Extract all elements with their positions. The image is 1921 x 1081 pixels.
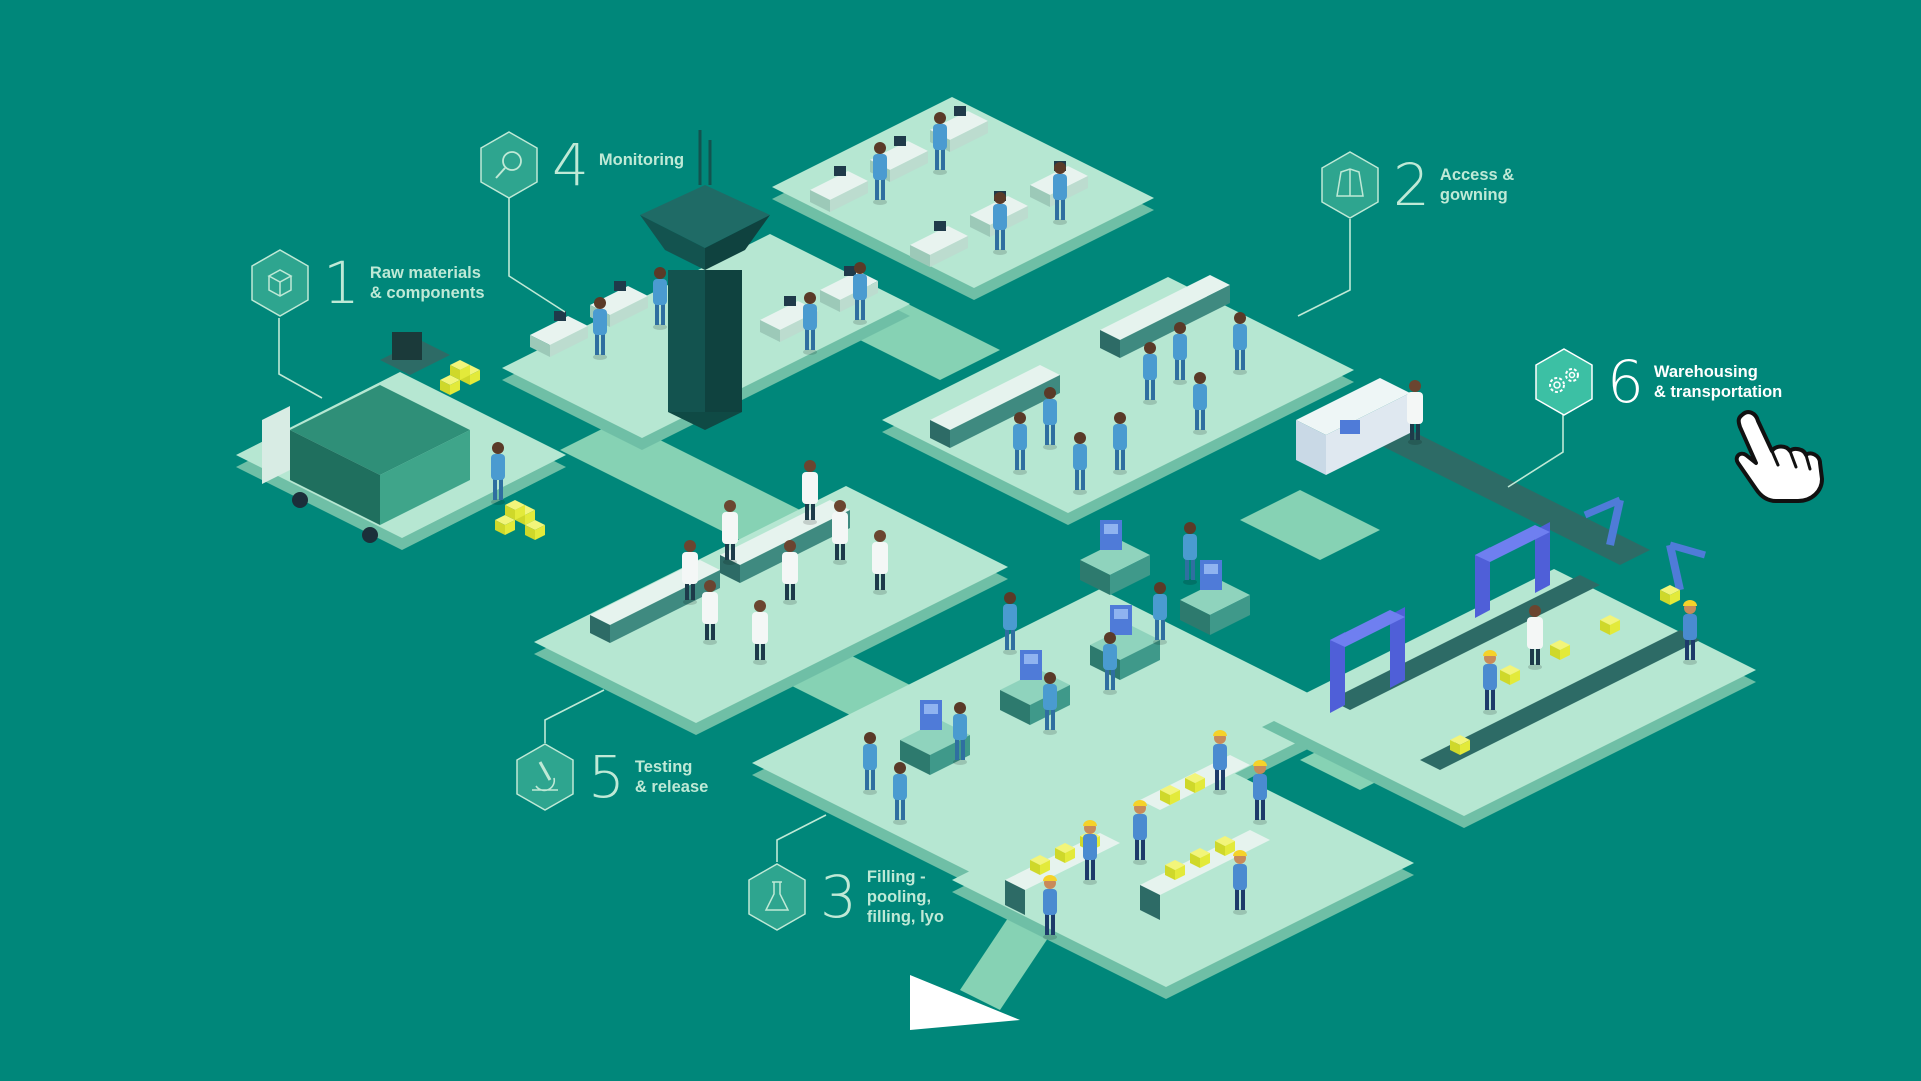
step-label: Filling - pooling, filling, lyo [866,868,944,926]
platform-monitoring [502,130,910,450]
platform-warehousing [1262,378,1756,828]
gown-icon [1321,151,1379,219]
platform-filling [752,520,1352,901]
step-warehousing-transportation[interactable]: 6 Warehousing & transportation [1533,347,1782,417]
platform-offices [772,97,1154,300]
flask-icon [748,863,806,931]
step-label: Access & gowning [1439,166,1515,204]
platform-packing [952,730,1414,999]
step-label: Warehousing & transportation [1653,363,1783,401]
step-testing-release[interactable]: 5 Testing & release [514,742,708,812]
step-label: Raw materials & components [369,264,485,302]
step-monitoring[interactable]: 4 Monitoring [478,130,684,200]
step-number: 6 [1607,348,1644,416]
step-raw-materials[interactable]: 1 Raw materials & components [249,248,485,318]
step-number: 5 [588,743,625,811]
box-icon [251,249,309,317]
platform-testing-release [534,460,1008,735]
platform-raw-materials [236,332,566,550]
exit-arrow-icon [910,975,1020,1030]
microscope-icon [516,743,574,811]
step-number: 1 [323,249,360,317]
gears-icon [1535,348,1593,416]
leader-lines [278,196,1564,862]
step-number: 4 [552,131,589,199]
step-label: Monitoring [598,151,685,169]
platform-access-gowning [882,275,1354,525]
step-filling[interactable]: 3 Filling - pooling, filling, lyo [746,862,944,932]
step-number: 2 [1393,151,1430,219]
step-label: Testing & release [634,758,709,796]
step-number: 3 [820,863,857,931]
hand-pointer-icon [1734,410,1824,503]
magnifier-icon [480,131,538,199]
step-access-gowning[interactable]: 2 Access & gowning [1319,150,1514,220]
